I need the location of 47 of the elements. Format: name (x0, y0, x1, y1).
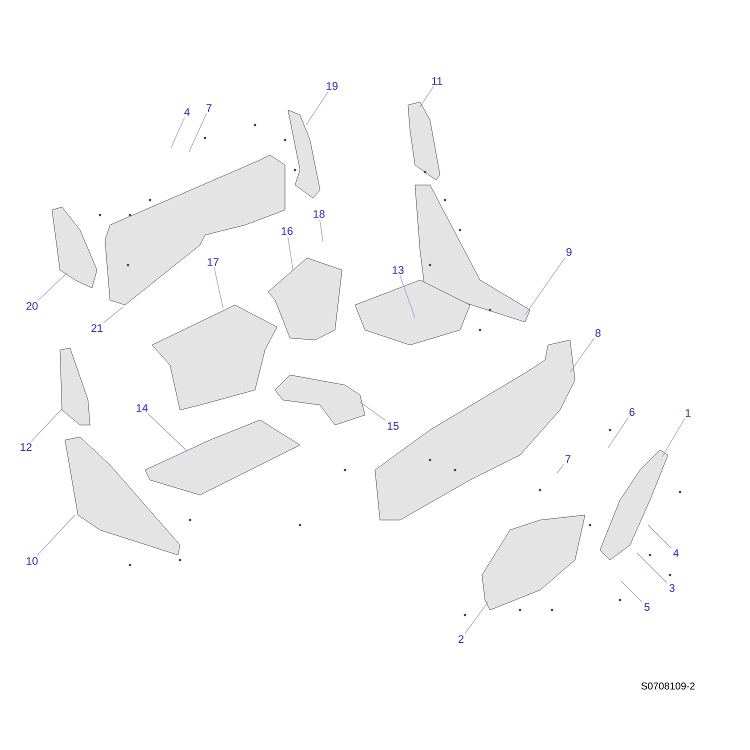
callout-number: 4 (673, 549, 679, 557)
callout-number: 8 (595, 329, 601, 337)
leader-line (170, 117, 185, 148)
callout-number: 2 (458, 635, 464, 643)
leader-line (214, 267, 224, 308)
leader-line (620, 580, 643, 603)
callout-number: 1 (686, 409, 691, 417)
callout-number: 4 (184, 108, 190, 116)
leader-line (636, 552, 668, 584)
callout-number: 9 (566, 248, 572, 256)
leader-line (36, 514, 76, 556)
leader-line (38, 272, 68, 301)
leader-line (320, 219, 324, 242)
callout-number: 11 (432, 77, 442, 85)
callout-number: 21 (91, 324, 103, 332)
leader-line (400, 275, 416, 318)
callout-number: 18 (314, 210, 325, 218)
drawing-number: S0708109-2 (641, 682, 695, 690)
leader-line (570, 338, 594, 372)
callout-number: 16 (282, 227, 293, 235)
callout-number: 15 (388, 422, 399, 430)
leader-line (662, 418, 686, 458)
callout-number: 10 (26, 557, 38, 565)
leader-line (524, 257, 566, 316)
leader-line (30, 408, 62, 442)
callout-number: 20 (26, 302, 38, 310)
callout-number: 12 (20, 443, 32, 451)
callout-number: 5 (644, 603, 650, 611)
callout-number: 17 (208, 258, 219, 266)
leader-line (147, 413, 188, 452)
leader-line (608, 417, 629, 448)
callout-number: 6 (630, 408, 635, 416)
callout-number: 14 (136, 404, 148, 412)
leader-line (648, 524, 672, 549)
leader-line (360, 402, 386, 421)
leader-line (420, 86, 434, 108)
callout-number: 19 (326, 82, 338, 90)
callout-number: 13 (392, 266, 404, 274)
leader-line (306, 91, 329, 126)
leader-line (556, 464, 564, 474)
leader-line (464, 602, 488, 634)
leader-line (288, 236, 294, 270)
callout-number: 7 (206, 104, 212, 112)
callout-number: 3 (669, 584, 675, 592)
leader-line (188, 113, 207, 152)
leader-line (104, 306, 124, 323)
callout-number: 7 (566, 455, 570, 463)
